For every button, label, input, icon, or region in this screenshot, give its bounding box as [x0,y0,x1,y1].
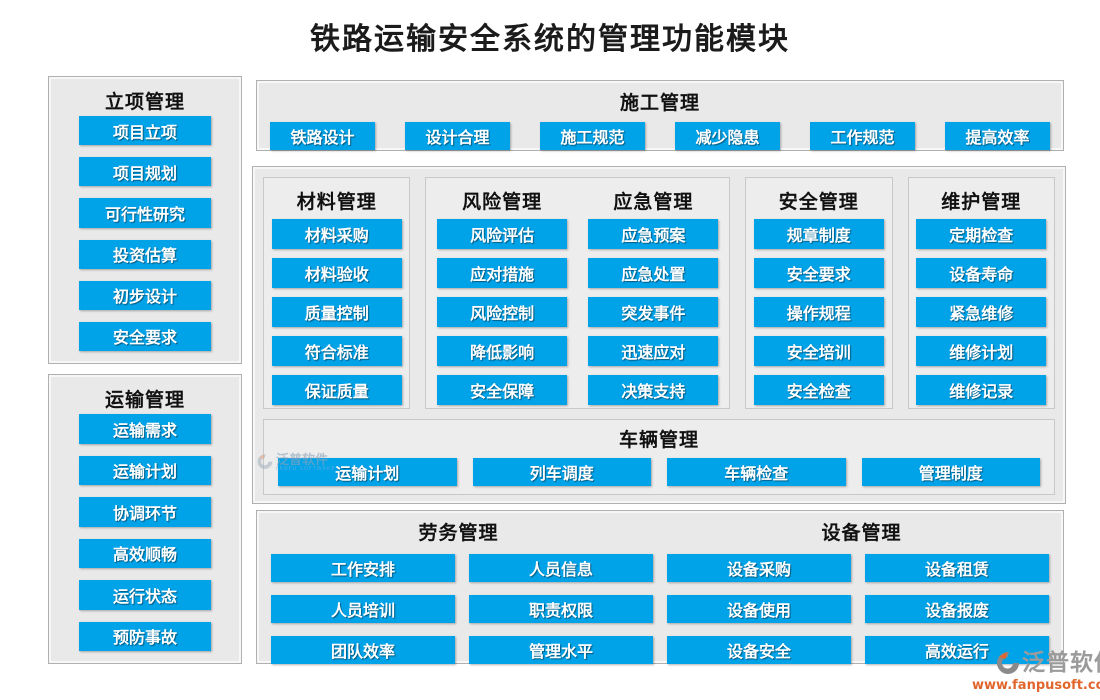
module-button[interactable]: 铁路设计 [270,122,375,150]
module-button[interactable]: 投资估算 [79,239,211,269]
module-button[interactable]: 提高效率 [945,122,1050,150]
module-button[interactable]: 管理制度 [861,458,1040,486]
middle-columns: 材料管理 材料采购 材料验收 质量控制 符合标准 保证质量 风险管理 风险评估 … [263,177,1055,409]
module-button[interactable]: 安全保障 [437,375,568,405]
panel-emergency-title: 应急管理 [613,191,694,213]
module-button[interactable]: 安全要求 [79,321,211,352]
module-button[interactable]: 安全要求 [753,258,884,288]
module-button[interactable]: 施工规范 [540,122,645,150]
module-button[interactable]: 高效顺畅 [79,538,211,568]
module-button[interactable]: 设计合理 [405,122,510,150]
module-button[interactable]: 质量控制 [271,297,402,327]
module-button[interactable]: 设备安全 [667,636,851,664]
module-button[interactable]: 紧急维修 [916,297,1047,327]
module-button[interactable]: 项目规划 [79,157,211,187]
module-button[interactable]: 定期检查 [916,219,1047,249]
module-button[interactable]: 操作规程 [753,297,884,327]
module-button[interactable]: 运输计划 [79,455,211,485]
module-button[interactable]: 车辆检查 [667,458,846,486]
panel-risk: 风险管理 风险评估 应对措施 风险控制 降低影响 安全保障 [426,178,577,408]
module-button[interactable]: 管理水平 [469,636,653,664]
module-button[interactable]: 迅速应对 [588,336,719,366]
module-button[interactable]: 风险控制 [437,297,568,327]
module-button[interactable]: 高效运行 [865,636,1049,664]
page-title: 铁路运输安全系统的管理功能模块 [310,22,790,57]
module-button[interactable]: 设备租赁 [865,554,1049,582]
panel-risk-emergency: 风险管理 风险评估 应对措施 风险控制 降低影响 安全保障 应急管理 应急预案 … [425,177,731,409]
module-button[interactable]: 设备寿命 [916,258,1047,288]
module-button[interactable]: 人员信息 [469,554,653,582]
module-button[interactable]: 工作规范 [810,122,915,150]
module-button[interactable]: 运输计划 [278,458,457,486]
panel-transport-title: 运输管理 [104,389,185,411]
panel-vehicle: 车辆管理 运输计划 列车调度 车辆检查 管理制度 [263,419,1055,495]
panel-material: 材料管理 材料采购 材料验收 质量控制 符合标准 保证质量 [263,177,411,409]
module-button[interactable]: 材料验收 [271,258,402,288]
module-button[interactable]: 保证质量 [271,375,402,405]
panel-labor-equipment: 劳务管理 设备管理 工作安排 人员信息 设备采购 设备租赁 人员培训 职责权限 … [256,510,1064,664]
panel-emergency: 应急管理 应急预案 应急处置 突发事件 迅速应对 决策支持 [578,178,729,408]
module-button[interactable]: 材料采购 [271,219,402,249]
module-button[interactable]: 突发事件 [588,297,719,327]
labor-equipment-grid: 工作安排 人员信息 设备采购 设备租赁 人员培训 职责权限 设备使用 设备报废 … [257,545,1063,664]
construction-button-row: 铁路设计 设计合理 施工规范 减少隐患 工作规范 提高效率 [257,115,1063,150]
panel-risk-title: 风险管理 [462,191,543,213]
module-button[interactable]: 决策支持 [588,375,719,405]
module-button[interactable]: 可行性研究 [79,198,211,228]
panel-safety: 安全管理 规章制度 安全要求 操作规程 安全培训 安全检查 [745,177,893,409]
module-button[interactable]: 项目立项 [79,116,211,146]
module-button[interactable]: 初步设计 [79,280,211,310]
module-button[interactable]: 职责权限 [469,595,653,623]
panel-labor-title: 劳务管理 [418,522,499,544]
vehicle-button-row: 运输计划 列车调度 车辆检查 管理制度 [264,452,1054,486]
module-button[interactable]: 运输需求 [79,414,211,444]
watermark-url: www.fanpusoft.com [972,678,1100,693]
module-button[interactable]: 减少隐患 [675,122,780,150]
module-button[interactable]: 协调环节 [79,497,211,527]
module-button[interactable]: 安全培训 [753,336,884,366]
panel-construction-title: 施工管理 [619,92,700,114]
panel-project-initiation-title: 立项管理 [104,91,185,113]
module-button[interactable]: 应对措施 [437,258,568,288]
panel-transport: 运输管理 运输需求 运输计划 协调环节 高效顺畅 运行状态 预防事故 [48,374,242,664]
module-button[interactable]: 降低影响 [437,336,568,366]
panel-equipment-title: 设备管理 [821,522,902,544]
panel-maintenance: 维护管理 定期检查 设备寿命 紧急维修 维修计划 维修记录 [907,177,1055,409]
module-button[interactable]: 安全检查 [753,375,884,405]
module-button[interactable]: 规章制度 [753,219,884,249]
panel-construction: 施工管理 铁路设计 设计合理 施工规范 减少隐患 工作规范 提高效率 [256,80,1064,151]
panel-middle-group: 材料管理 材料采购 材料验收 质量控制 符合标准 保证质量 风险管理 风险评估 … [252,166,1066,504]
module-button[interactable]: 维修记录 [916,375,1047,405]
panel-project-initiation: 立项管理 项目立项 项目规划 可行性研究 投资估算 初步设计 安全要求 [48,76,242,364]
module-button[interactable]: 预防事故 [79,621,211,651]
module-button[interactable]: 人员培训 [271,595,455,623]
module-button[interactable]: 团队效率 [271,636,455,664]
module-button[interactable]: 设备报废 [865,595,1049,623]
module-button[interactable]: 符合标准 [271,336,402,366]
module-button[interactable]: 维修计划 [916,336,1047,366]
module-button[interactable]: 应急处置 [588,258,719,288]
panel-material-title: 材料管理 [296,191,377,213]
module-button[interactable]: 设备采购 [667,554,851,582]
module-button[interactable]: 应急预案 [588,219,719,249]
module-button[interactable]: 列车调度 [472,458,651,486]
panel-maintenance-title: 维护管理 [941,191,1022,213]
module-button[interactable]: 运行状态 [79,580,211,610]
panel-vehicle-title: 车辆管理 [618,429,699,451]
panel-safety-title: 安全管理 [778,191,859,213]
module-button[interactable]: 工作安排 [271,554,455,582]
module-button[interactable]: 风险评估 [437,219,568,249]
module-button[interactable]: 设备使用 [667,595,851,623]
